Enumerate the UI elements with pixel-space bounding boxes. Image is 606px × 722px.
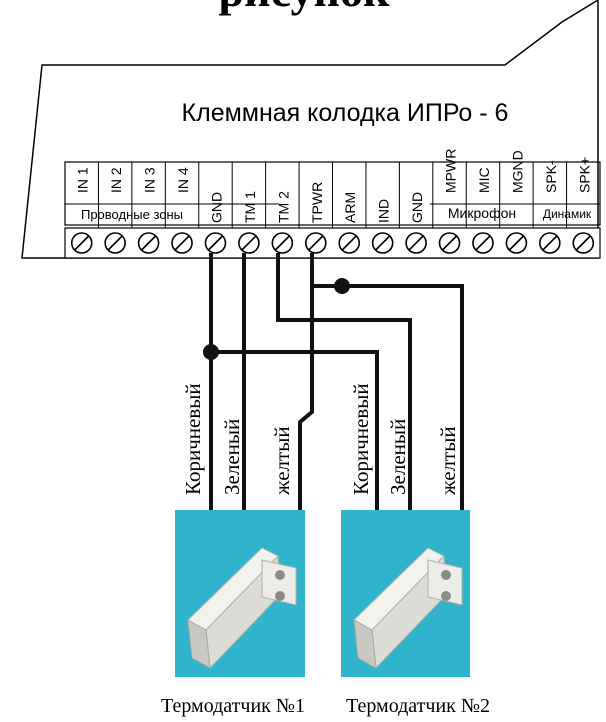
wire-tpwr-bridge	[312, 284, 464, 510]
wire-gnd-bridge	[211, 350, 379, 510]
terminal-label: IND	[376, 199, 392, 223]
screw-terminal	[70, 232, 93, 254]
terminal-label: SPK+	[576, 157, 592, 193]
wire-label-s2-green: Зеленый	[386, 419, 410, 495]
terminal-label: TM 2	[275, 191, 291, 223]
screw-terminal	[104, 232, 126, 254]
screw-terminal	[304, 232, 327, 254]
group-label-microphone: Микрофон	[448, 205, 516, 221]
sensor-caption-2: Термодатчик №2	[346, 695, 490, 717]
sensor-photo-2	[341, 510, 470, 677]
screw-terminal	[338, 232, 361, 254]
screw-terminal	[204, 232, 227, 254]
terminal-label: MPWR	[443, 149, 459, 193]
wire-label-s1-yellow: желтый	[270, 426, 294, 496]
wire-tm2	[276, 253, 412, 510]
terminal-label: IN 1	[75, 167, 91, 193]
terminal-label: TPWR	[309, 182, 325, 223]
top-title-fragment: рисунок	[219, 0, 390, 16]
sensor-caption-1: Термодатчик №1	[161, 695, 305, 717]
screw-terminal	[405, 232, 427, 254]
terminal-block-outline	[21, 0, 599, 259]
screw-terminal	[505, 232, 528, 254]
terminal-label: GND	[409, 192, 425, 223]
terminal-label: TM 1	[242, 191, 258, 223]
block-title: Клеммная колодка ИПРо - 6	[182, 99, 509, 127]
wiring	[209, 253, 464, 510]
terminal-label: SPK-	[543, 160, 559, 193]
junction-tpwr	[334, 278, 350, 294]
screw-terminal	[539, 232, 561, 254]
screw-terminal	[472, 232, 494, 254]
wire-label-s2-yellow: желтый	[436, 426, 460, 496]
wire-label-s2-brown: Коричневый	[349, 383, 373, 495]
junction-gnd	[203, 344, 219, 360]
terminal-label: IN 2	[108, 167, 124, 193]
screw-terminal	[438, 232, 461, 254]
wire-label-s1-green: Зеленый	[220, 419, 244, 495]
group-label-wired-zones: Проводные зоны	[81, 207, 183, 222]
terminal-label: MIC	[476, 167, 492, 193]
group-label-speaker: Динамик	[543, 207, 592, 221]
terminal-label: GND	[208, 192, 224, 223]
terminal-label: IN 3	[142, 167, 158, 193]
terminal-labels: IN 1 IN 2 IN 3 IN 4 GND TM 1 TM 2 TPWR ARM IND GND…	[75, 149, 593, 223]
screw-terminals	[70, 232, 595, 254]
terminal-label: MGND	[509, 150, 525, 193]
screw-terminal	[271, 232, 294, 254]
wire-tpwr-s1	[298, 253, 314, 510]
terminal-label: ARM	[342, 192, 358, 223]
screw-terminal	[572, 232, 595, 254]
sensor-photo-1	[175, 510, 305, 677]
terminal-label: IN 4	[175, 167, 191, 193]
screw-terminal	[137, 232, 160, 254]
screw-terminal	[238, 232, 260, 254]
screw-terminal	[371, 232, 394, 254]
wire-label-s1-brown: Коричневый	[181, 383, 205, 495]
screw-terminal	[171, 232, 193, 254]
